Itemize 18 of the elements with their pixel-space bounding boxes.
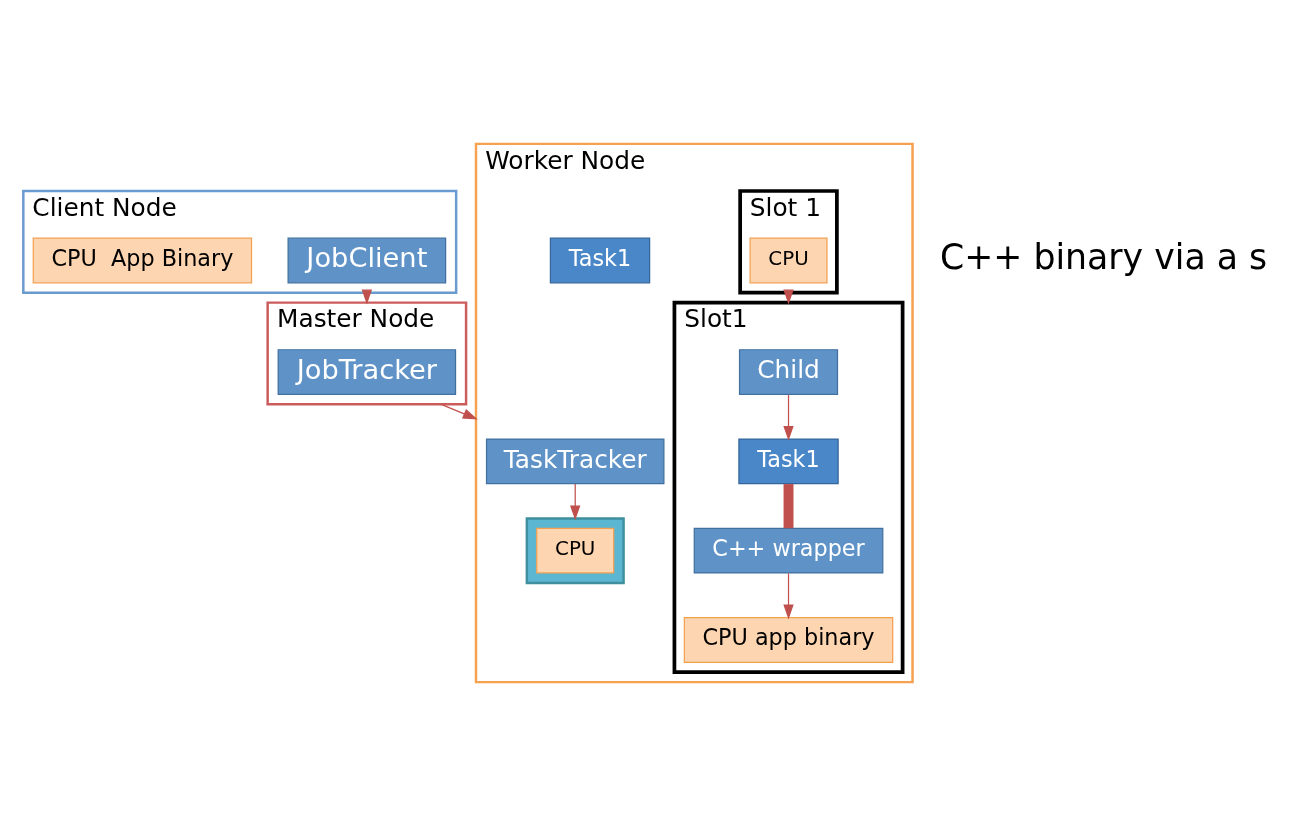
node-box: CPU xyxy=(749,237,828,283)
node-box: JobTracker xyxy=(277,348,457,395)
node-box: Child xyxy=(738,348,839,395)
node-box: CPU App Binary xyxy=(32,237,253,283)
node-box: CPU app binary xyxy=(683,616,894,663)
node-box: Task1 xyxy=(549,237,651,283)
cluster xyxy=(525,516,625,584)
arrow xyxy=(440,403,478,419)
node-box: C++ wrapper xyxy=(693,527,884,574)
label: C++ binary via a s xyxy=(939,236,1268,277)
node-box: CPU xyxy=(536,527,615,574)
node-box: JobClient xyxy=(287,237,447,283)
arrow xyxy=(783,572,794,619)
node-box: TaskTracker xyxy=(485,437,665,484)
arrow xyxy=(570,482,581,520)
connector xyxy=(783,483,794,528)
node-box: Task1 xyxy=(738,437,839,484)
arrow xyxy=(783,393,794,441)
